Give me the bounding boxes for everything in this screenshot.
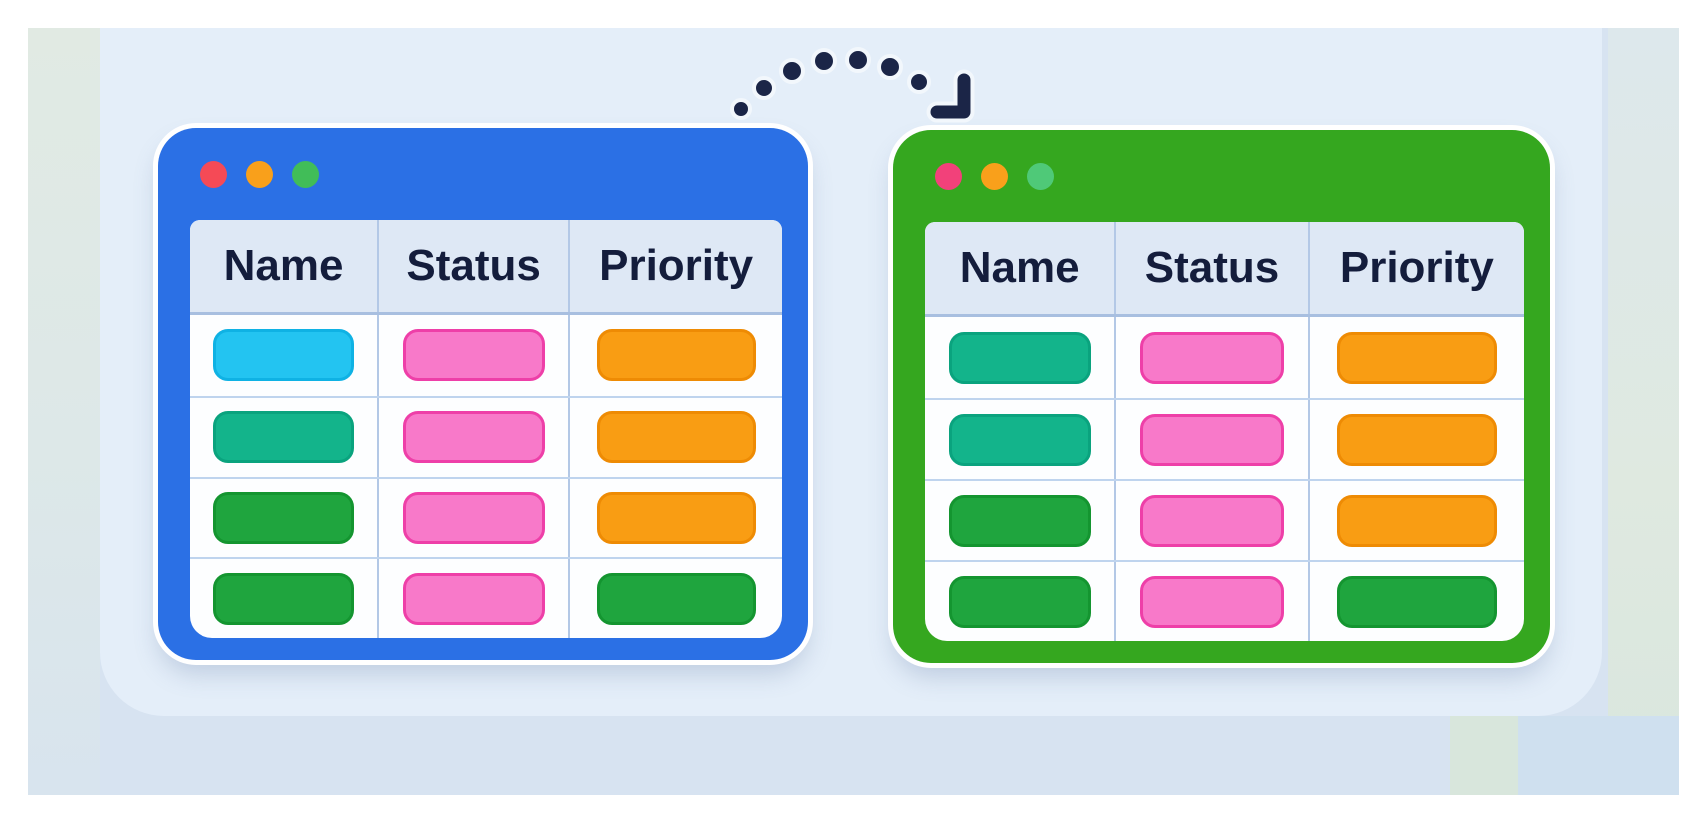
orange-data-pill — [596, 329, 756, 382]
table-row — [190, 315, 782, 396]
table-cell — [1307, 400, 1524, 479]
pink-data-pill — [402, 572, 545, 625]
table-cell — [1114, 481, 1307, 560]
table-cell — [190, 479, 377, 558]
table-cell — [190, 315, 377, 396]
table-row — [925, 479, 1524, 560]
cyan-data-pill — [213, 329, 354, 382]
table-cell — [568, 397, 782, 477]
pink-data-pill — [1140, 575, 1284, 628]
table-cell — [1114, 317, 1307, 398]
zoom-button-dot[interactable] — [1027, 162, 1054, 190]
background-patch-green — [1450, 716, 1518, 795]
table-row — [925, 398, 1524, 479]
table-cell — [377, 478, 568, 558]
table-cell — [568, 478, 782, 558]
green-data-pill — [948, 575, 1091, 628]
table-cell — [1114, 562, 1307, 641]
green-data-pill — [948, 494, 1091, 547]
teal-data-pill — [213, 411, 354, 464]
table-cell — [925, 562, 1114, 641]
column-header-priority: Priority — [1307, 222, 1524, 314]
table-cell — [190, 398, 377, 477]
table-cell — [568, 559, 782, 638]
table-cell — [925, 400, 1114, 479]
table-cell — [1307, 481, 1524, 560]
column-header-name: Name — [223, 241, 344, 290]
column-header-priority: Priority — [568, 220, 782, 312]
table-cell — [925, 317, 1114, 398]
orange-data-pill — [596, 491, 756, 544]
table-cell — [377, 397, 568, 477]
table-row — [925, 560, 1524, 641]
table-cell — [377, 315, 568, 396]
minimize-button-dot[interactable] — [246, 160, 273, 188]
orange-data-pill — [1336, 413, 1498, 466]
teal-data-pill — [948, 413, 1091, 466]
teal-data-pill — [948, 331, 1091, 384]
pink-data-pill — [1140, 494, 1284, 547]
pink-data-pill — [402, 491, 545, 544]
table-cell — [925, 481, 1114, 560]
table-cell — [1307, 562, 1524, 641]
background-patch-blue — [1518, 716, 1679, 795]
table-body — [925, 317, 1524, 641]
green-data-pill — [1336, 575, 1498, 628]
close-button-dot[interactable] — [200, 160, 227, 188]
zoom-button-dot[interactable] — [292, 160, 319, 188]
table-row — [925, 317, 1524, 398]
orange-data-pill — [1336, 494, 1498, 547]
titlebar — [158, 128, 808, 220]
column-header-status: Status — [1114, 222, 1307, 314]
pink-data-pill — [1140, 331, 1284, 384]
table-row — [190, 395, 782, 477]
pink-data-pill — [402, 411, 545, 464]
background-strip-left — [28, 28, 100, 795]
table-cell — [1307, 317, 1524, 398]
background-strip-right — [1608, 28, 1679, 795]
titlebar — [893, 130, 1550, 222]
orange-data-pill — [596, 411, 756, 464]
table-body — [190, 315, 782, 638]
column-header-status: Status — [377, 220, 568, 312]
table-row — [190, 476, 782, 558]
pink-data-pill — [1140, 413, 1284, 466]
orange-data-pill — [1336, 331, 1498, 384]
minimize-button-dot[interactable] — [981, 162, 1008, 190]
table-row — [190, 557, 782, 638]
green-data-pill — [596, 572, 756, 625]
close-button-dot[interactable] — [935, 162, 962, 190]
table-cell — [1114, 400, 1307, 479]
column-header-name: Name — [959, 243, 1080, 292]
table-cell — [377, 559, 568, 638]
green-data-pill — [213, 572, 354, 625]
pink-data-pill — [402, 329, 545, 382]
green-data-pill — [213, 491, 354, 544]
table-cell — [568, 315, 782, 396]
table-cell — [190, 559, 377, 638]
